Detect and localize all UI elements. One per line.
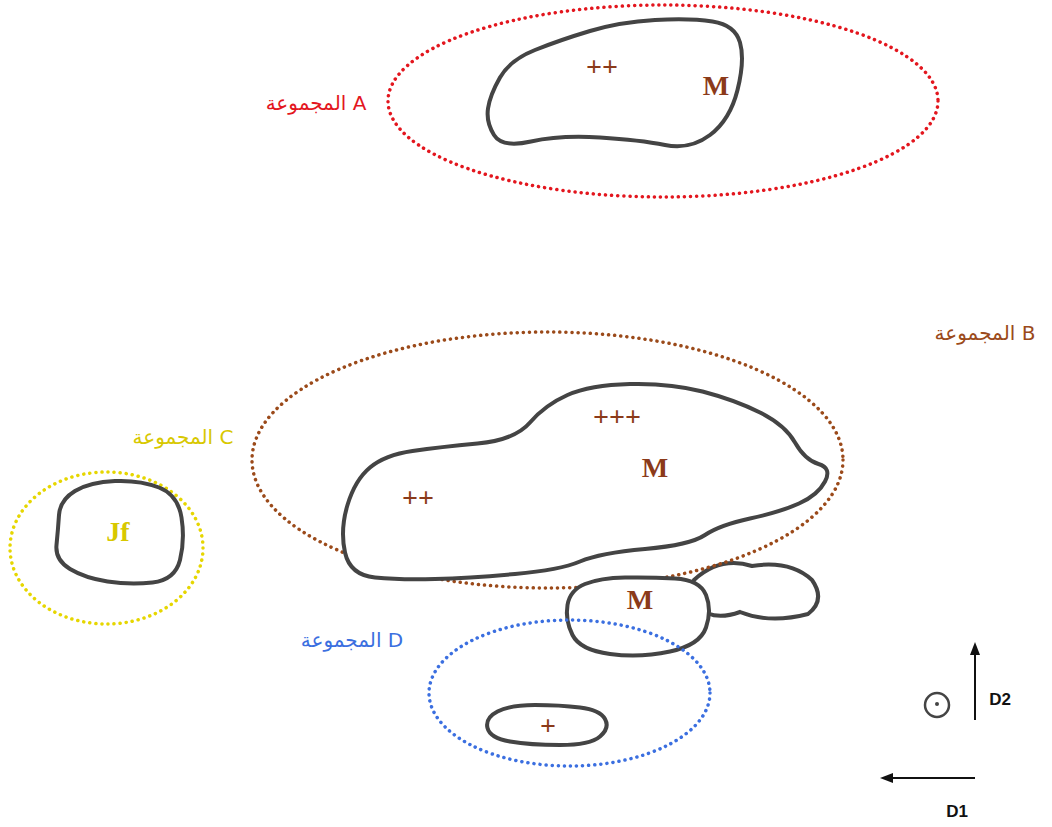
blob-line: [488, 19, 742, 146]
group-ellipse: المجموعة CJf: [8, 470, 205, 626]
cluster-mark: +++: [593, 401, 641, 433]
origin-dot: [935, 702, 939, 706]
group-label: المجموعة D: [301, 629, 403, 652]
cluster-mark: M: [703, 70, 729, 102]
origin-circle: [925, 693, 949, 717]
group-ellipse: المجموعة D+: [427, 618, 712, 768]
group-label: المجموعة C: [132, 426, 233, 449]
blob-outline: [336, 379, 836, 584]
cluster-blob: +: [481, 701, 614, 749]
blob-line: [56, 481, 183, 584]
cluster-mark: Jf: [106, 516, 129, 548]
cluster-mark: +: [540, 710, 556, 742]
axis-arrowhead: [970, 642, 980, 655]
cluster-mark: M: [642, 452, 668, 484]
cluster-mark: ++: [586, 51, 618, 83]
cluster-blob: Jf: [51, 476, 189, 589]
axis-arrowhead: [880, 773, 893, 783]
dotted-ellipse-line: [252, 332, 843, 588]
cluster-mark: M: [627, 584, 653, 616]
group-label: المجموعة A: [266, 92, 367, 115]
dotted-ellipse-line: [10, 472, 203, 624]
cluster-blob: M: [561, 573, 716, 662]
axis-label: D1: [946, 802, 968, 822]
axis-d1: [890, 777, 975, 779]
cluster-blob: +++M ++: [336, 379, 836, 584]
blob-line: [487, 705, 607, 745]
blob-line: [567, 577, 709, 655]
group-label: المجموعة B: [935, 322, 1036, 345]
group-ellipse: المجموعة B+++M++: [250, 330, 845, 590]
cluster-blob: ++ M: [482, 14, 749, 154]
axis-d2: [974, 652, 976, 720]
group-ellipse: المجموعة A++M: [386, 3, 940, 199]
axis-label: D2: [989, 690, 1011, 710]
cluster-mark: ++: [402, 482, 434, 514]
blob-line: [343, 384, 827, 579]
dotted-ellipse-line: [388, 5, 938, 197]
dotted-ellipse-line: [429, 620, 710, 766]
